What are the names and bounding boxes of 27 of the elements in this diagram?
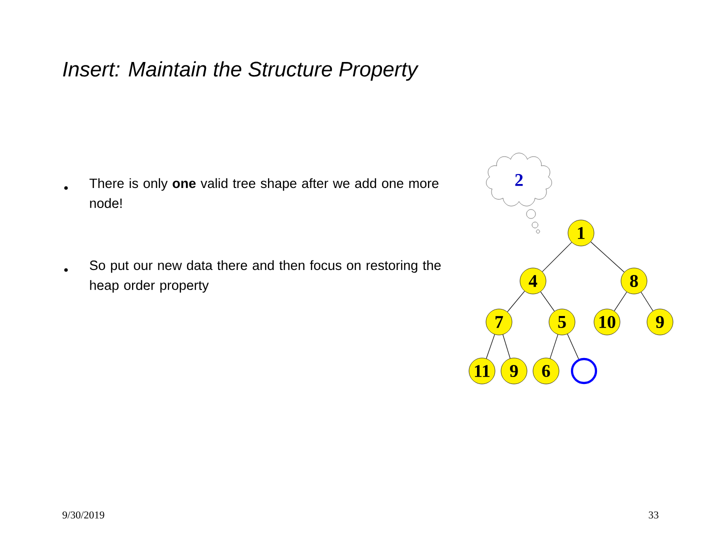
tree-edge [567,334,579,360]
tree-edge [502,334,510,359]
empty-node [570,358,598,384]
slide-title: Insert: Maintain the Structure Property [63,61,419,81]
tree-node: 1 [568,220,594,246]
tree-edge [590,242,625,272]
tree-node: 10 [594,308,620,336]
tree-edge [640,292,654,312]
tree-node: 9 [646,308,674,336]
thought-cloud: 2 [486,152,552,206]
tree-edge [540,291,555,312]
tree-node: 9 [500,358,528,384]
tree-node: 5 [548,308,576,336]
tree-node: 11 [468,358,496,384]
slide-date: 9/30/2019 [62,511,104,519]
tree-edge [507,290,525,312]
bullet-text: There is only one valid tree shape after we add one more node! [90,178,438,208]
tree-edge [614,292,628,312]
tree-node: 6 [532,358,560,384]
tree-edge [542,242,572,272]
tree-edge [486,334,495,359]
tree-node: 8 [620,268,648,294]
page-number: 33 [648,511,658,519]
tree-edge [550,334,558,359]
bullet-text: So put our new data there and then focus on restoring the heap order property [90,260,441,293]
tree-node: 7 [486,308,512,336]
tree-node: 4 [520,268,546,294]
